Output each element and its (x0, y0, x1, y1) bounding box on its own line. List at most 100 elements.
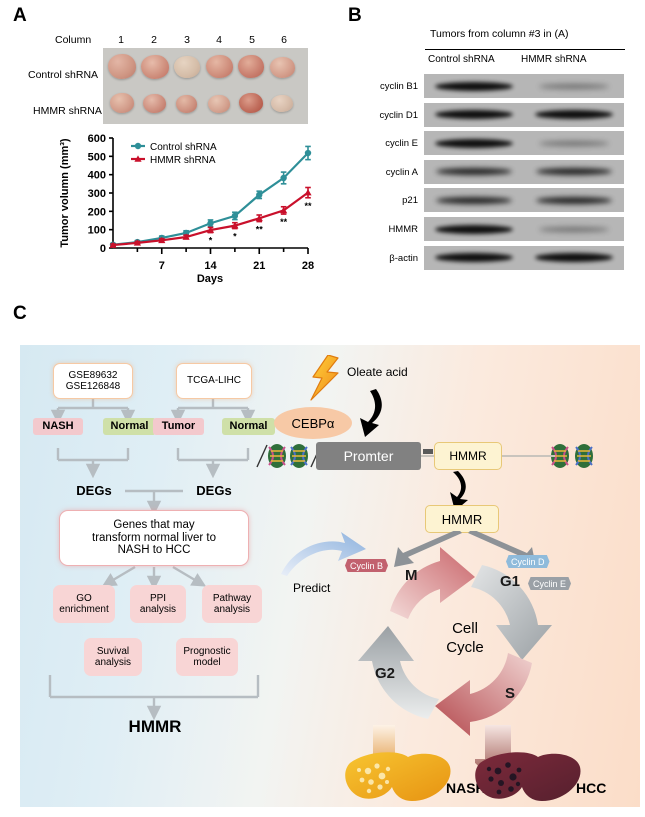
blot-label-4: p21 (402, 195, 418, 207)
tumor-control-3 (174, 56, 200, 78)
tumor-hmmr-5 (239, 93, 263, 113)
blot-label-2: cyclin E (385, 138, 418, 150)
go-line-1: GO (76, 592, 92, 604)
blot-band (435, 224, 513, 234)
blot-strip-cyclin-b1 (424, 74, 624, 98)
blot-strip-cyclin-a (424, 159, 624, 184)
cell-cycle-diagram (358, 547, 552, 736)
svg-text:**: ** (280, 217, 288, 227)
column-number-6: 6 (281, 34, 287, 46)
genes-line-2: transform normal liver to (92, 531, 216, 544)
flow-node-degs-left: DEGs (76, 482, 112, 498)
blot-strip-hmmr (424, 217, 624, 241)
lightning-bolt-icon (310, 355, 339, 401)
tag-cyclin-d: Cyclin D (506, 555, 550, 568)
blot-label-1: cyclin D1 (379, 109, 418, 121)
blot-strip-cyclin-d1 (424, 102, 624, 127)
flow-node-normal-left: Normal (103, 418, 156, 435)
column-number-4: 4 (216, 34, 222, 46)
tumor-hmmr-6 (271, 95, 293, 112)
svg-text:7: 7 (159, 260, 165, 272)
panel-a-row-label-control: Control shRNA (28, 69, 99, 81)
genes-line-1: Genes that may (113, 518, 195, 531)
nash-liver-illustration (345, 752, 451, 801)
tumor-control-1 (108, 54, 136, 79)
blot-strip-cyclin-e (424, 131, 624, 156)
promoter-gene-connector (423, 449, 433, 454)
svg-text:14: 14 (204, 260, 217, 272)
cell-cycle-center-line-1: Cell (452, 620, 478, 637)
blot-band (435, 81, 513, 91)
svg-text:500: 500 (88, 151, 106, 163)
tag-cyclin-e: Cyclin E (528, 577, 572, 590)
svg-text:*: * (233, 232, 237, 242)
svg-text:HMMR shRNA: HMMR shRNA (150, 155, 216, 166)
cell-cycle-phase-g1: G1 (500, 573, 521, 590)
cebpa-protein: CEBPα (274, 407, 352, 439)
flow-node-nash: NASH (33, 418, 83, 435)
svg-text:600: 600 (88, 133, 106, 145)
flow-node-tcga-lihc: TCGA-LIHC (176, 363, 252, 399)
predict-arrow-icon (281, 532, 366, 576)
predict-label: Predict (293, 581, 331, 595)
promoter-region: Promter (316, 442, 421, 470)
transcription-arrow-icon (450, 471, 468, 511)
hcc-liver-illustration (475, 752, 581, 801)
cell-cycle-phase-s: S (505, 685, 516, 702)
flow-node-hmmr-result: HMMR (128, 717, 182, 737)
prognostic-line-1: Prognostic (183, 645, 231, 657)
blot-band (435, 253, 513, 263)
blot-band (539, 140, 609, 146)
svg-text:0: 0 (100, 243, 106, 255)
tumor-photograph (103, 48, 308, 124)
tumor-hmmr-4 (208, 95, 230, 113)
blot-band (435, 110, 513, 120)
blot-band (436, 168, 512, 176)
flow-node-prognostic-model: Prognostic model (176, 638, 238, 676)
svg-text:28: 28 (302, 260, 314, 272)
flow-node-tumor: Tumor (153, 418, 204, 435)
blot-label-3: cyclin A (385, 166, 418, 178)
blot-band (539, 226, 609, 232)
flow-node-go-enrichment: GO enrichment (53, 585, 115, 623)
blot-band (536, 196, 612, 204)
panel-c-schematic: GSE89632 GSE126848 TCGA-LIHC NASH Normal… (20, 345, 640, 807)
panel-b-header-underline (425, 49, 625, 51)
panel-a-column-label: Column (55, 34, 92, 46)
svg-text:**: ** (304, 201, 312, 211)
flow-node-degs-right: DEGs (196, 482, 232, 498)
cell-cycle-center-line-2: Cycle (446, 638, 484, 656)
genes-line-3: NASH to HCC (117, 544, 191, 557)
blot-band (536, 168, 612, 176)
tumor-control-5 (238, 55, 264, 78)
blot-band (535, 110, 613, 120)
panel-c-letter: C (13, 303, 27, 324)
cellcycle-split-arrows-icon (394, 531, 536, 567)
panel-b-lane-label-hmmr: HMMR shRNA (521, 54, 587, 65)
svg-text:200: 200 (88, 206, 106, 218)
blot-label-6: β-actin (389, 252, 418, 264)
hmmr-protein-box: HMMR (425, 505, 499, 533)
svg-text:**: ** (256, 225, 264, 235)
ppi-line-1: PPI (149, 592, 167, 604)
chart-y-axis-label: Tumor volumn (mm³) (59, 138, 71, 248)
blot-band (535, 253, 613, 263)
svg-text:300: 300 (88, 188, 106, 200)
flowchart-connectors (20, 398, 260, 721)
flow-node-pathway-analysis: Pathway analysis (202, 585, 262, 623)
panel-b-lane-label-control: Control shRNA (428, 54, 495, 65)
blot-strip-p21 (424, 188, 624, 213)
hcc-outcome-label: HCC (576, 780, 607, 796)
gse-line-1: GSE89632 (68, 369, 118, 381)
panel-b-letter: B (348, 5, 362, 26)
gse-line-2: GSE126848 (65, 381, 121, 392)
blot-strip---actin (424, 245, 624, 270)
flow-node-ppi-analysis: PPI analysis (130, 585, 186, 623)
cell-cycle-phase-g2: G2 (375, 665, 396, 682)
cell-cycle-phase-m: M (405, 567, 418, 584)
panel-b-header: Tumors from column #3 in (A) (430, 28, 569, 40)
hmmr-gene-box: HMMR (434, 442, 502, 470)
panel-a-letter: A (13, 5, 27, 26)
tumor-control-6 (270, 57, 295, 78)
go-line-2: enrichment (59, 604, 109, 615)
